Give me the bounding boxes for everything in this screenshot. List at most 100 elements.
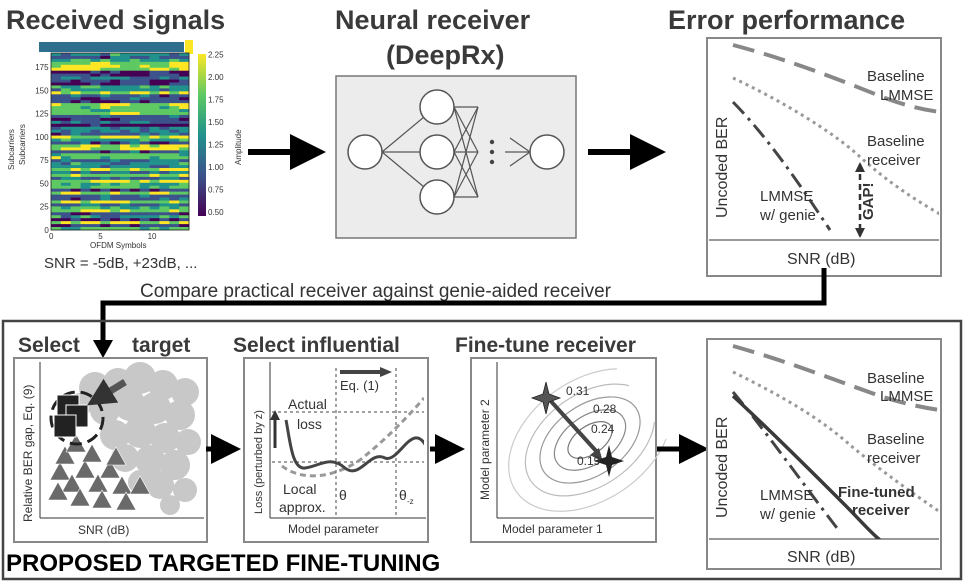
heatmap-cell [129, 147, 141, 151]
baseline-receiver-label-2: receiver [867, 152, 920, 169]
heatmap-cell [60, 132, 72, 136]
heatmap-cell [129, 144, 141, 148]
heatmap-cell [60, 82, 72, 86]
heatmap-cell [159, 103, 170, 107]
heatmap-cell [159, 173, 170, 178]
heatmap-cell [120, 112, 131, 116]
local-approx-label: Local [283, 481, 316, 497]
heatmap-cell [110, 191, 121, 195]
heatmap-cell [100, 209, 111, 213]
heatmap-cell [120, 58, 131, 63]
heatmap-cell [80, 188, 91, 192]
heatmap-cell [129, 126, 141, 130]
heatmap-cell [179, 162, 190, 166]
heatmap-cell [90, 224, 101, 228]
heatmap-cell [139, 191, 150, 195]
contour-level: 0.28 [593, 402, 617, 416]
heatmap-cell [129, 91, 141, 95]
heatmap-cell [90, 76, 101, 80]
target-xlabel: SNR (dB) [78, 523, 129, 537]
heatmap-cell [90, 188, 101, 192]
heatmap-cell [80, 153, 91, 157]
heatmap-cell [80, 141, 91, 145]
heatmap-cell [120, 91, 131, 95]
heatmap-cell [60, 147, 72, 151]
heatmap-cell [70, 141, 81, 145]
heatmap-cell [110, 106, 121, 110]
heatmap-cell [120, 132, 131, 136]
heatmap-cell [149, 112, 160, 116]
heatmap-cell [100, 103, 111, 107]
heatmap-cell [169, 159, 180, 163]
heatmap-cell [149, 194, 160, 198]
heatmap-cell [179, 203, 190, 207]
heatmap-cell [139, 218, 150, 222]
heatmap-cell [169, 191, 180, 195]
heatmap-cell [90, 156, 101, 160]
heatmap-cell [51, 221, 62, 225]
heatmap-cell [51, 73, 62, 77]
heatmap-cell [60, 64, 72, 69]
final-performance-plot: Baseline LMMSE Baseline receiver Fine-tu… [706, 338, 942, 570]
heatmap-cell [60, 138, 72, 142]
heatmap-cell [70, 67, 81, 71]
heatmap-cell [179, 97, 190, 101]
heatmap-cell [169, 156, 180, 160]
heatmap-cell [179, 212, 190, 216]
heatmap-cell [149, 109, 160, 113]
select-influential-title: Select influential [233, 334, 400, 357]
heatmap-cell [129, 70, 141, 74]
heatmap-cell [80, 218, 91, 222]
heatmap-cell [120, 117, 131, 122]
heatmap-cell [159, 162, 170, 166]
heatmap-cell [129, 88, 141, 92]
heatmap-cell [90, 55, 101, 60]
heatmap-cell [139, 179, 150, 184]
heatmap-cell [90, 117, 101, 122]
heatmap-cell [60, 129, 72, 133]
heatmap-cell [60, 141, 72, 145]
heatmap-cell [60, 212, 72, 216]
heatmap-cell [179, 138, 190, 142]
heatmap-cell [51, 206, 62, 210]
heatmap-cell [80, 55, 91, 60]
heatmap-cell [51, 64, 62, 69]
heatmap-cell [110, 120, 121, 125]
heatmap-cell [51, 159, 62, 163]
heatmap-cell [51, 82, 62, 86]
heatmap-cell [70, 94, 81, 98]
heatmap-cell [51, 171, 62, 175]
heatmap-cell [129, 67, 141, 71]
heatmap-cell [70, 206, 81, 210]
heatmap-cell [149, 117, 160, 122]
heatmap-cell [169, 218, 180, 222]
influence-ylabel: Loss (perturbed by z) [253, 410, 265, 514]
heatmap-cell [120, 159, 131, 163]
heatmap-cell [179, 67, 190, 71]
heatmap-cell [129, 185, 141, 189]
error-performance-title: Error performance [668, 5, 905, 35]
heatmap-cell [60, 171, 72, 175]
heatmap-cell [80, 162, 91, 166]
heatmap-cell [90, 209, 101, 213]
heatmap-cell [129, 182, 141, 187]
heatmap-cell [60, 100, 72, 104]
heatmap-cell [179, 58, 190, 63]
heatmap-cell [120, 212, 131, 216]
heatmap-cell [80, 206, 91, 210]
heatmap-cell [51, 94, 62, 98]
heatmap-cell [169, 153, 180, 157]
heatmap-cell [90, 212, 101, 216]
heatmap-cell [90, 53, 101, 57]
heatmap-cell [129, 168, 141, 172]
heatmap-cell [159, 109, 170, 113]
lmmse-genie-label: LMMSE [760, 188, 813, 205]
heatmap-cell [100, 176, 111, 181]
heatmap-cell [149, 58, 160, 63]
heatmap-cell [80, 150, 91, 154]
heatmap-cell [60, 76, 72, 80]
heatmap-cell [51, 176, 62, 181]
heatmap-cell [80, 221, 91, 225]
heatmap-cell [139, 55, 150, 60]
heatmap-cell [100, 227, 111, 231]
